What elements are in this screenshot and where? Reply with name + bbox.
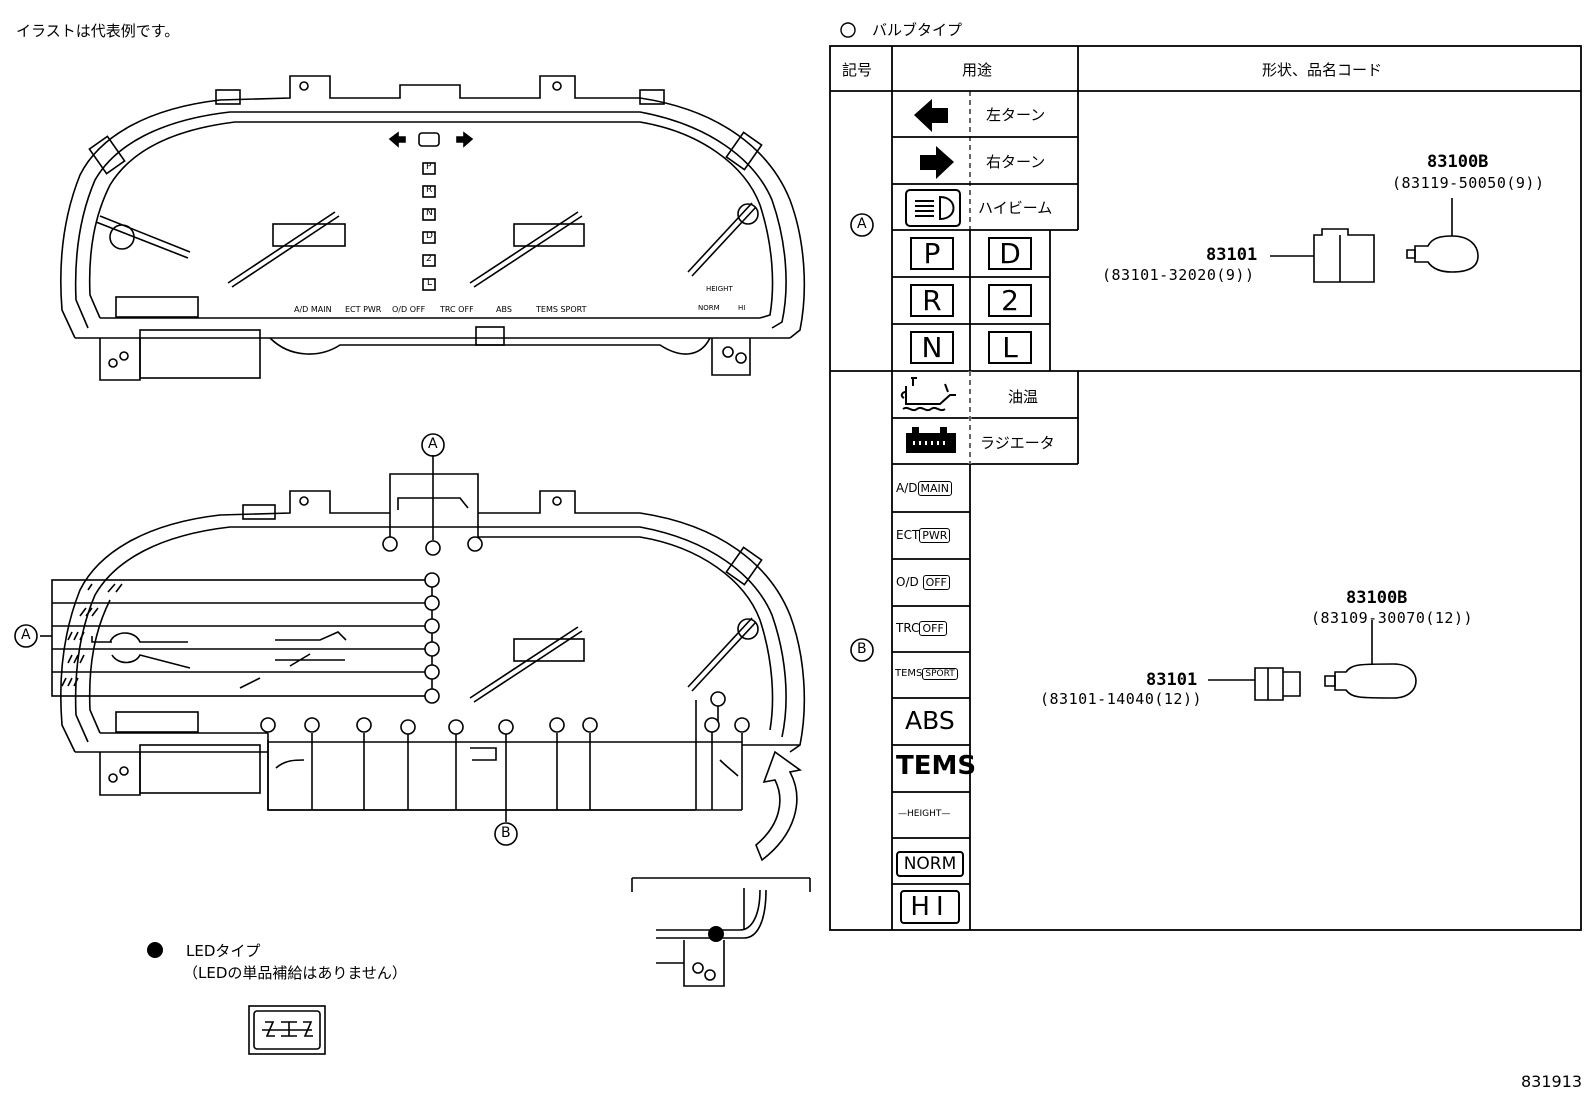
indicator-norm: NORM xyxy=(896,851,964,877)
header-usage: 用途 xyxy=(962,61,993,79)
led-bullet-icon xyxy=(147,942,163,958)
group-a-bulb-subcode: (83119-50050(9)) xyxy=(1392,174,1545,192)
group-b-socket-code: 83101 xyxy=(1146,670,1198,690)
cluster-ind-trc-off: TRC OFF xyxy=(440,305,474,314)
indicator-height: —HEIGHT— xyxy=(898,809,951,819)
header-shape: 形状、品名コード xyxy=(1262,61,1383,79)
usage-radiator: ラジエータ xyxy=(980,434,1055,452)
cluster-height-hi: HI xyxy=(738,304,746,312)
shift-box-r: R xyxy=(910,284,954,317)
group-a-socket-subcode: (83101-32020(9)) xyxy=(1102,266,1255,284)
indicator-hi: HI xyxy=(900,890,960,924)
cluster-top-drawing xyxy=(60,75,806,381)
cluster-shift-2: 2 xyxy=(426,254,432,264)
shift-box-2: 2 xyxy=(988,284,1032,317)
cluster-ind-ect-pwr: ECT PWR xyxy=(345,305,382,314)
cluster-shift-p: P xyxy=(426,162,432,172)
shift-box-n: N xyxy=(910,331,954,364)
indicator-abs: ABS xyxy=(905,706,955,735)
bulb-part-drawings xyxy=(1208,198,1479,701)
oil-temp-icon xyxy=(900,377,956,412)
hazard-switch-icon xyxy=(248,1005,326,1055)
shift-box-l: L xyxy=(988,331,1032,364)
group-b-bulb-code: 83100B xyxy=(1346,588,1408,608)
radiator-icon xyxy=(906,427,956,453)
callout-b-bottom: B xyxy=(501,825,511,841)
cluster-ind-ad-main: A/D MAIN xyxy=(294,305,332,314)
led-type-note: （LEDの単品補給はありません） xyxy=(183,964,407,982)
bulb-table-grid xyxy=(829,45,1582,931)
cluster-ind-tems-sport: TEMS SPORT xyxy=(536,305,587,314)
cluster-height-norm: NORM xyxy=(698,304,720,312)
cluster-shift-l: L xyxy=(427,278,433,288)
illustration-caption: イラストは代表例です。 xyxy=(16,22,180,40)
group-b-bulb-subcode: (83109-30070(12)) xyxy=(1311,609,1474,627)
led-type-title: LEDタイプ xyxy=(186,942,261,960)
group-b-socket-subcode: (83101-14040(12)) xyxy=(1040,690,1203,708)
group-a-symbol: A xyxy=(857,216,867,232)
shift-box-d: D xyxy=(988,237,1032,270)
usage-right-turn: 右ターン xyxy=(986,153,1046,171)
cluster-shift-n: N xyxy=(426,208,433,218)
indicator-tems: TEMS xyxy=(896,751,977,781)
cluster-bottom-drawing xyxy=(14,433,806,862)
shift-box-p: P xyxy=(910,237,954,270)
group-a-bulb-code: 83100B xyxy=(1427,152,1489,172)
cluster-height-caption: HEIGHT xyxy=(706,285,733,293)
led-detail-inset xyxy=(631,877,811,987)
led-location-dot-icon xyxy=(708,926,724,942)
bulb-type-title: バルブタイプ xyxy=(872,21,963,39)
usage-oil-temp: 油温 xyxy=(1008,388,1039,406)
header-symbol: 記号 xyxy=(842,61,873,79)
cluster-ind-od-off: O/D OFF xyxy=(392,305,426,314)
diagram-number: 831913 xyxy=(1521,1072,1583,1091)
right-turn-arrow-icon xyxy=(920,146,954,179)
usage-left-turn: 左ターン xyxy=(986,106,1046,124)
left-turn-arrow-icon xyxy=(914,99,948,132)
callout-a-top: A xyxy=(428,436,438,452)
group-a-socket-code: 83101 xyxy=(1206,245,1258,265)
group-b-symbol: B xyxy=(857,641,867,657)
cluster-ind-abs: ABS xyxy=(496,305,512,314)
indicator-od-off: O/D OFF xyxy=(896,575,950,590)
table-icons xyxy=(900,99,961,453)
callout-a-left: A xyxy=(21,627,31,643)
usage-high-beam: ハイビーム xyxy=(978,199,1053,217)
high-beam-icon xyxy=(905,189,961,227)
cluster-shift-d: D xyxy=(426,231,433,241)
cluster-shift-r: R xyxy=(426,185,433,195)
